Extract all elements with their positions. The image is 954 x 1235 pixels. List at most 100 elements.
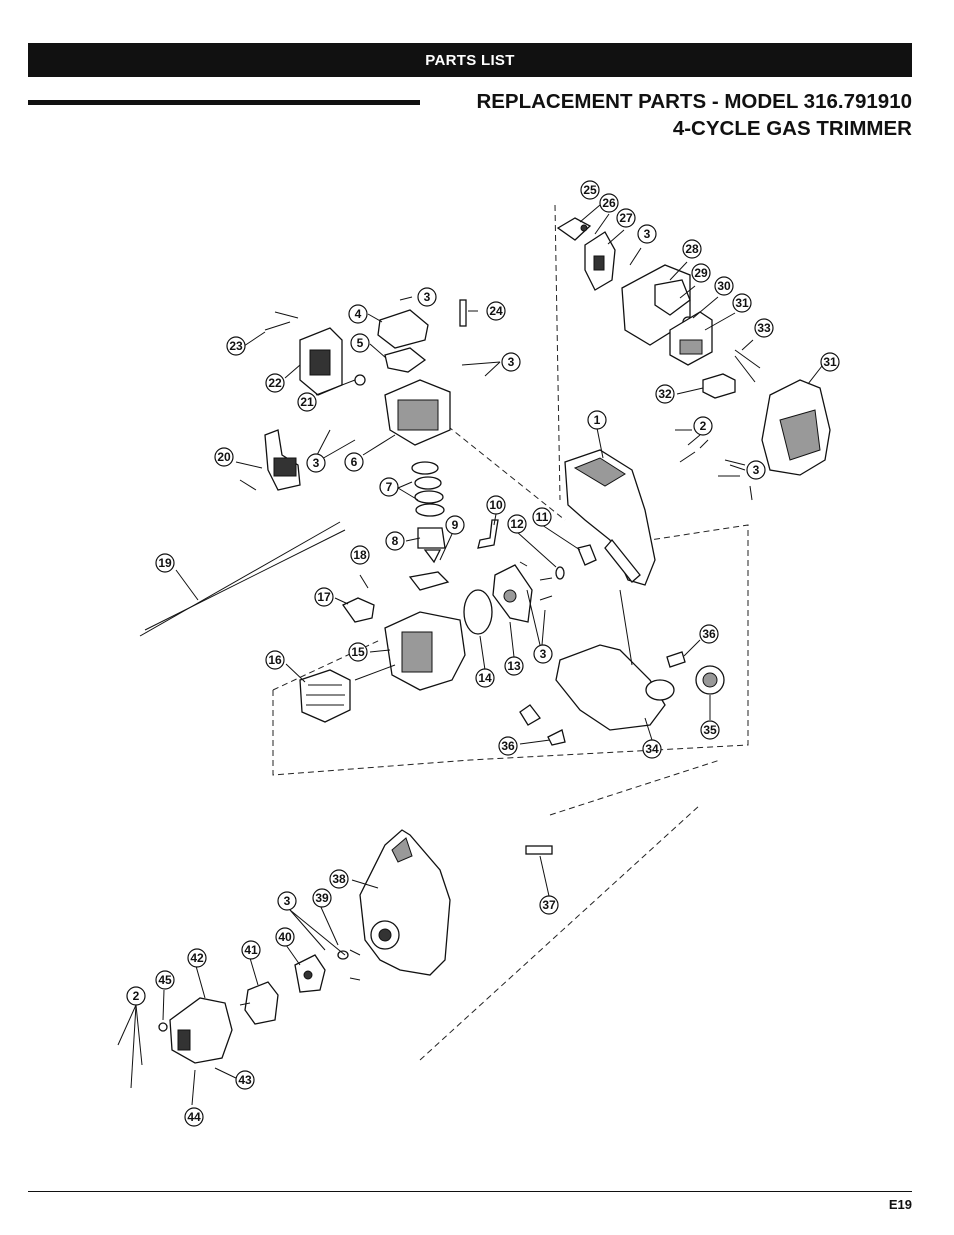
callout-31: 31 (732, 293, 752, 313)
callout-13-label: 13 (507, 659, 521, 673)
callout-28: 28 (682, 239, 702, 259)
page-title: REPLACEMENT PARTS - MODEL 316.791910 4-C… (476, 88, 912, 142)
ignition-coil-part (235, 429, 301, 491)
callout-43-label: 43 (238, 1073, 252, 1087)
air-filter-cover-part (761, 365, 831, 476)
callout-3-label: 3 (284, 894, 291, 908)
callout-9-label: 9 (452, 518, 459, 532)
carburetor-assembly-parts (556, 204, 761, 399)
cylinder-head-parts (243, 296, 501, 461)
callout-36-label: 36 (702, 627, 716, 641)
callout-9: 9 (445, 515, 465, 535)
callout-15: 15 (348, 642, 368, 662)
callout-33: 33 (754, 318, 774, 338)
callout-14: 14 (475, 668, 495, 688)
ignition-module-parts (334, 574, 375, 623)
callout-43: 43 (235, 1070, 255, 1090)
callout-35-label: 35 (703, 723, 717, 737)
clutch-and-cover-parts (117, 904, 361, 1106)
callout-14-label: 14 (478, 671, 492, 685)
callout-20: 20 (214, 447, 234, 467)
callout-1: 1 (587, 410, 607, 430)
callout-27: 27 (616, 208, 636, 228)
callout-2-label: 2 (700, 419, 707, 433)
callout-26-label: 26 (602, 196, 616, 210)
callout-21-label: 21 (300, 395, 314, 409)
callout-21: 21 (297, 392, 317, 412)
callout-3-label: 3 (424, 290, 431, 304)
callout-5-label: 5 (357, 336, 364, 350)
callout-3-label: 3 (508, 355, 515, 369)
callout-24: 24 (486, 301, 506, 321)
callout-44: 44 (184, 1107, 204, 1127)
callout-13: 13 (504, 656, 524, 676)
clutch-housing-part (351, 829, 451, 976)
callout-2: 2 (693, 416, 713, 436)
callout-3: 3 (501, 352, 521, 372)
callout-15-label: 15 (351, 645, 365, 659)
callout-3-label: 3 (313, 456, 320, 470)
callout-40: 40 (275, 927, 295, 947)
callout-3: 3 (306, 453, 326, 473)
fuel-tank-parts (519, 589, 725, 897)
callout-23-label: 23 (229, 339, 243, 353)
flywheel-part (285, 663, 351, 723)
callout-3: 3 (533, 644, 553, 664)
callout-30-label: 30 (717, 279, 731, 293)
callout-3-label: 3 (644, 227, 651, 241)
callout-18-label: 18 (353, 548, 367, 562)
callout-3: 3 (277, 891, 297, 911)
callout-34-label: 34 (645, 742, 659, 756)
callout-37: 37 (539, 895, 559, 915)
callout-12: 12 (507, 514, 527, 534)
callout-39-label: 39 (315, 891, 329, 905)
callout-35: 35 (700, 720, 720, 740)
callout-34: 34 (642, 739, 662, 759)
footer-rule (28, 1191, 912, 1192)
callout-17: 17 (314, 587, 334, 607)
title-rule (28, 100, 420, 105)
callout-28-label: 28 (685, 242, 699, 256)
callout-7-label: 7 (386, 480, 393, 494)
callout-2: 2 (126, 986, 146, 1006)
callout-3: 3 (746, 460, 766, 480)
callout-7: 7 (379, 477, 399, 497)
callout-45-label: 45 (158, 973, 172, 987)
callout-12-label: 12 (510, 517, 524, 531)
callout-6-label: 6 (351, 455, 358, 469)
callout-41: 41 (241, 940, 261, 960)
callout-32-label: 32 (658, 387, 672, 401)
callout-10-label: 10 (489, 498, 503, 512)
callout-41-label: 41 (244, 943, 258, 957)
callout-24-label: 24 (489, 304, 503, 318)
callout-8: 8 (385, 531, 405, 551)
callout-30: 30 (714, 276, 734, 296)
callout-44-label: 44 (187, 1110, 201, 1124)
callout-27-label: 27 (619, 211, 633, 225)
callout-19-label: 19 (158, 556, 172, 570)
callout-42-label: 42 (190, 951, 204, 965)
crankcase-part (354, 611, 466, 691)
callout-3-label: 3 (540, 647, 547, 661)
callout-25: 25 (580, 180, 600, 200)
callout-3: 3 (417, 287, 437, 307)
callout-33-label: 33 (757, 321, 771, 335)
assembly-dashed-lines (272, 204, 749, 1061)
section-header-bar: PARTS LIST (28, 43, 912, 77)
callout-31-label: 31 (823, 355, 837, 369)
callout-37-label: 37 (542, 898, 556, 912)
engine-housing-part (564, 427, 656, 586)
callout-36-label: 36 (501, 739, 515, 753)
callout-1-label: 1 (594, 413, 601, 427)
callout-4: 4 (348, 304, 368, 324)
callout-3-label: 3 (753, 463, 760, 477)
callout-10: 10 (486, 495, 506, 515)
callout-6: 6 (344, 452, 364, 472)
callout-4-label: 4 (355, 307, 362, 321)
callout-23: 23 (226, 336, 246, 356)
throttle-cable-part (139, 521, 346, 637)
callout-42: 42 (187, 948, 207, 968)
callout-36: 36 (498, 736, 518, 756)
callout-11: 11 (532, 507, 552, 527)
